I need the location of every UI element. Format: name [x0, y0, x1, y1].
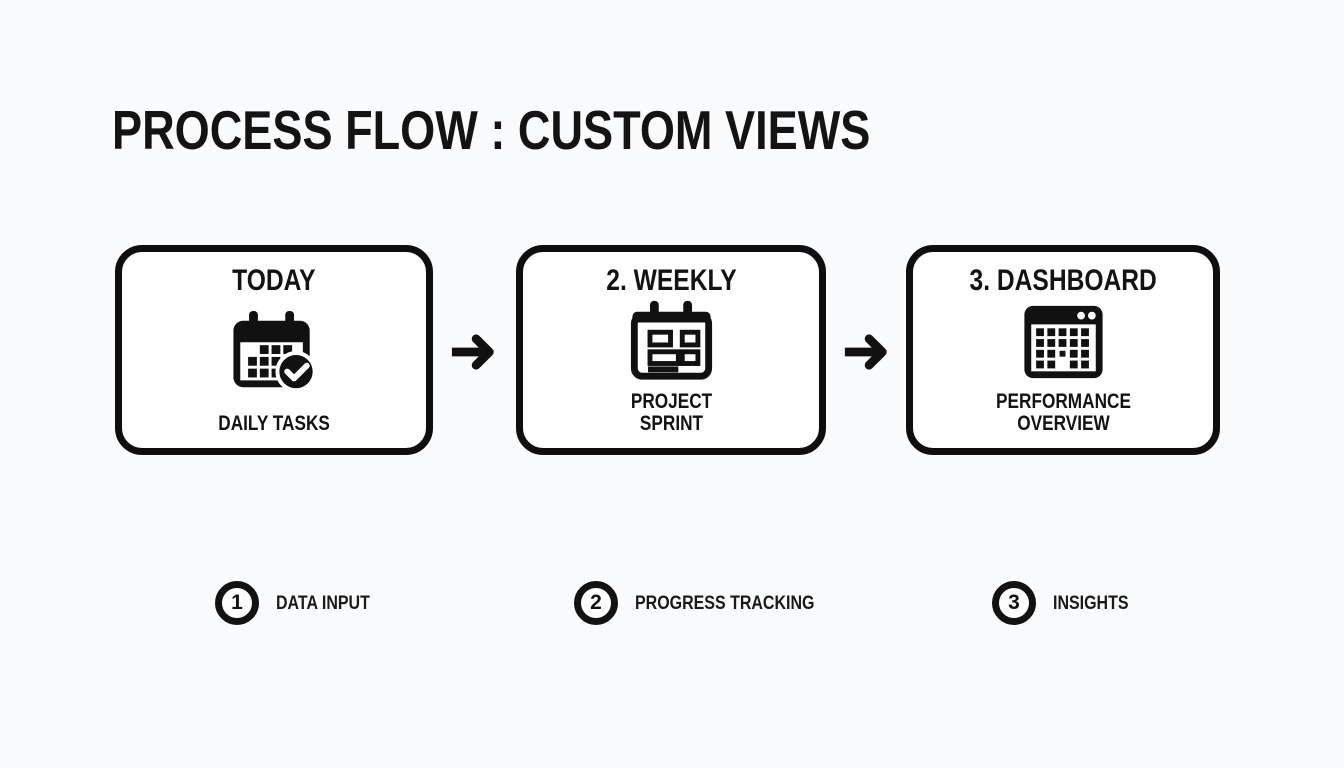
step-box-dashboard: 3. DASHBOARD — [906, 245, 1220, 455]
dashboard-grid-icon — [1016, 298, 1111, 386]
step-box-weekly: 2. WEEKLY PROJECT SPRINT — [516, 245, 826, 455]
step-title: 2. WEEKLY — [605, 264, 737, 297]
legend-item-insights: 3 INSIGHTS — [992, 581, 1145, 625]
legend-item-data-input: 1 DATA INPUT — [215, 581, 390, 625]
legend-label: PROGRESS TRACKING — [635, 591, 815, 614]
step-subtitle: PERFORMANCE OVERVIEW — [995, 389, 1131, 436]
legend-label: INSIGHTS — [1053, 591, 1129, 614]
page-title: PROCESS FLOW : CUSTOM VIEWS — [112, 98, 1037, 162]
step-title: 3. DASHBOARD — [969, 264, 1157, 297]
right-arrow-icon — [841, 330, 895, 374]
legend-number-badge: 2 — [574, 581, 618, 625]
legend-label: DATA INPUT — [276, 591, 370, 614]
weekly-board-icon — [624, 298, 719, 386]
step-subtitle: PROJECT SPRINT — [630, 389, 712, 436]
page-title-text: PROCESS FLOW : CUSTOM VIEWS — [112, 99, 871, 161]
legend-number-badge: 1 — [215, 581, 259, 625]
right-arrow-icon — [448, 330, 502, 374]
legend-number-badge: 3 — [992, 581, 1036, 625]
step-title: TODAY — [232, 264, 316, 297]
calendar-check-icon — [227, 309, 322, 397]
legend-item-progress-tracking: 2 PROGRESS TRACKING — [574, 581, 854, 625]
step-box-today: TODAY DAILY TASKS — [115, 245, 433, 455]
step-subtitle: DAILY TASKS — [218, 412, 330, 436]
